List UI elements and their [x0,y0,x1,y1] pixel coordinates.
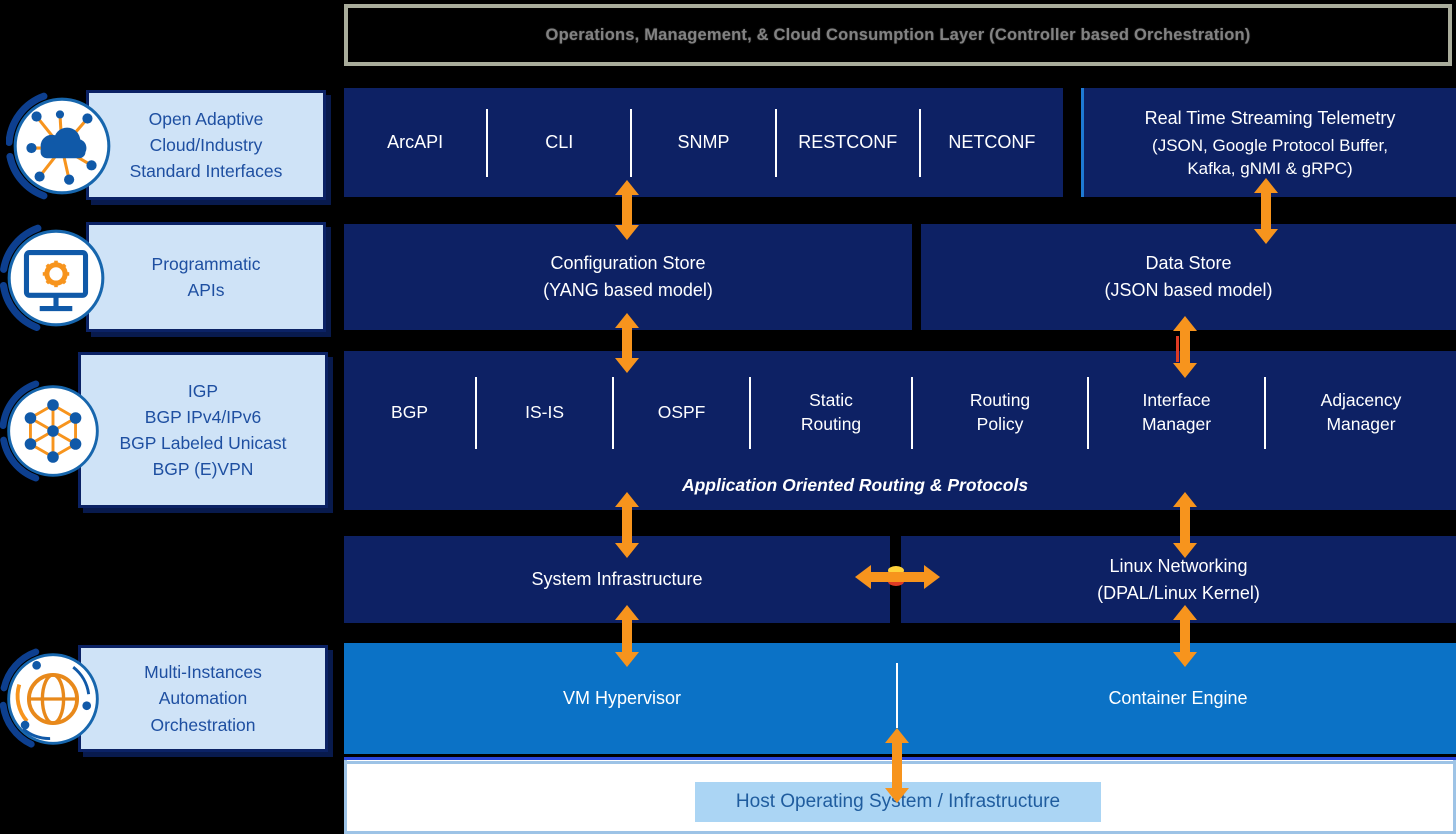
divider [1264,377,1267,449]
divider [911,377,914,449]
side-label-multi-instances: Multi-Instances Automation Orchestration [78,645,328,752]
red-tick [1176,336,1179,362]
flow-arrow-configstore-routing [614,313,640,373]
linux-networking-title: Linux Networking [1109,555,1248,576]
flow-arrow-telemetry-datastore [1253,178,1279,244]
globe-orbit-icon [0,646,106,757]
side-label-line: Multi-Instances [144,662,262,683]
routing-caption: Application Oriented Routing & Protocols [681,475,1029,495]
flow-arrow-datastore-routing [1172,316,1198,378]
side-label-line: Orchestration [150,714,256,735]
linux-networking-panel: Linux Networking (DPAL/Linux Kernel) [901,536,1456,623]
routing-protocols-panel: BGP IS-IS OSPF Static Routing Routing Po… [344,351,1456,510]
container-engine-label: Container Engine [1108,688,1248,709]
data-store-title: Data Store [1145,253,1232,273]
operations-layer-banner: Operations, Management, & Cloud Consumpt… [344,4,1452,66]
virtualization-divider [896,663,898,728]
side-label-line: Open Adaptive [148,108,264,129]
divider [630,108,633,177]
divider [475,377,478,449]
interface-cli: CLI [545,132,574,153]
divider [774,108,777,177]
divider [486,108,489,177]
flow-arrow-sysinfra-linuxnet [855,564,940,590]
divider [749,377,752,449]
vm-hypervisor-label: VM Hypervisor [562,688,682,709]
side-label-routing-protocols: IGP BGP IPv4/IPv6 BGP Labeled Unicast BG… [78,352,328,508]
linux-networking-subtitle: (DPAL/Linux Kernel) [1097,582,1260,603]
interface-arcapi: ArcAPI [387,132,444,153]
side-label-line: Standard Interfaces [129,161,283,182]
divider [612,377,615,449]
flow-arrow-virtualization-host [884,728,910,803]
management-interfaces-panel: ArcAPI CLI SNMP RESTCONF NETCONF [344,88,1063,197]
configuration-store-panel: Configuration Store (YANG based model) [344,224,912,330]
yellow-dot [888,566,904,575]
divider [918,108,921,177]
protocol-adjacency-manager: Adjacency Manager [1320,390,1402,434]
flow-arrow-routing-sysinfra [614,492,640,558]
telemetry-title: Real Time Streaming Telemetry [1144,107,1396,128]
flow-arrow-linuxnet-container [1172,605,1198,667]
system-infrastructure-panel: System Infrastructure [344,536,890,623]
side-label-line: BGP IPv4/IPv6 [144,406,262,427]
protocol-ospf: OSPF [657,402,706,423]
protocol-routing-policy: Routing Policy [969,390,1031,434]
side-label-line: Programmatic [151,253,261,274]
telemetry-detail-line: Kafka, gNMI & gRPC) [1187,158,1353,178]
flow-arrow-routing-linuxnet [1172,492,1198,558]
configuration-store-title: Configuration Store [550,253,706,273]
flow-arrow-sysinfra-vm [614,605,640,667]
telemetry-panel: Real Time Streaming Telemetry (JSON, Goo… [1081,88,1456,197]
data-store-subtitle: (JSON based model) [1104,280,1273,300]
banner-label: Operations, Management, & Cloud Consumpt… [545,25,1251,44]
flow-arrow-interfaces-configstore [614,180,640,240]
interface-restconf: RESTCONF [798,132,898,153]
side-label-line: APIs [187,280,225,300]
side-label-line: IGP [187,380,219,401]
telemetry-detail-line: (JSON, Google Protocol Buffer, [1152,135,1388,155]
divider [1087,377,1090,449]
mesh-network-icon [0,378,106,489]
protocol-bgp: BGP [391,402,429,423]
system-infrastructure-label: System Infrastructure [531,569,703,589]
cloud-network-icon [5,90,118,207]
configuration-store-subtitle: (YANG based model) [543,280,713,300]
side-label-line: Automation [158,688,248,709]
interface-snmp: SNMP [677,132,730,153]
data-store-panel: Data Store (JSON based model) [921,224,1456,330]
side-label-line: BGP Labeled Unicast [119,433,287,453]
protocol-isis: IS-IS [525,402,565,423]
side-label-line: Cloud/Industry [149,134,263,155]
side-label-programmatic-apis: Programmatic APIs [86,222,326,332]
interface-netconf: NETCONF [948,132,1036,153]
protocol-interface-manager: Interface Manager [1141,390,1212,434]
monitor-gear-icon [0,222,112,339]
side-label-line: BGP (E)VPN [152,459,254,480]
protocol-static-routing: Static Routing [800,390,862,434]
side-label-open-interfaces: Open Adaptive Cloud/Industry Standard In… [86,90,326,200]
